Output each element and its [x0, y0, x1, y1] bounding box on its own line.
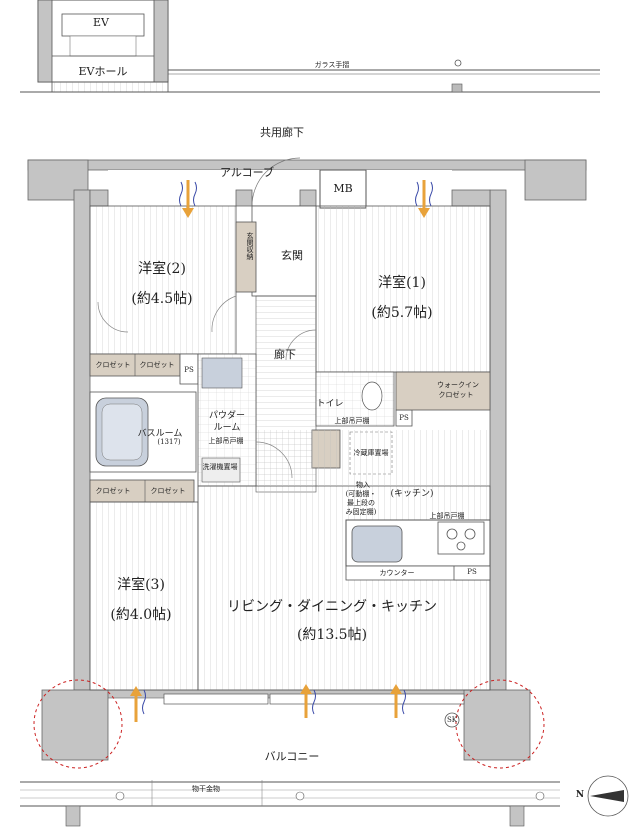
balcony	[20, 780, 560, 827]
balcony-label: バルコニー	[264, 750, 320, 763]
ps-box-3	[453, 565, 491, 581]
room-western1	[315, 205, 491, 373]
ldk-label: リビング・ダイニング・キッチン	[227, 599, 437, 615]
storage-title: 物入	[356, 481, 370, 489]
genkan-label: 玄関	[281, 249, 303, 262]
closet-label-2: クロゼット	[139, 361, 175, 369]
fridge-label: 冷蔵庫置場	[353, 449, 389, 457]
bathroom-label: バスルーム	[137, 429, 183, 439]
walk-in-closet	[395, 371, 491, 411]
western3-label: 洋室(3)	[117, 577, 165, 593]
ev-hall-label: EVホール	[78, 65, 128, 78]
callout-circle-right	[455, 679, 545, 769]
mb-label: MB	[333, 182, 353, 195]
storage-note: (可動棚・最上段のみ固定棚)	[345, 490, 377, 516]
sk-drain	[444, 712, 460, 728]
alcove-label: アルコーブ	[219, 166, 275, 179]
airflow-arrows	[130, 180, 430, 722]
toilet-upper-cabinet: 上部吊戸棚	[334, 417, 370, 425]
genkan-storage	[235, 221, 257, 293]
balcony-rail-label: 物干金物	[192, 785, 220, 793]
compass	[587, 775, 629, 817]
genkan-storage-label: 玄関収納	[246, 232, 254, 260]
common-corridor-label: 共用廊下	[260, 126, 304, 139]
glass-rail-label: ガラス手摺	[314, 61, 350, 69]
wic-label-2: クロゼット	[438, 391, 474, 399]
room-western2	[89, 205, 237, 355]
western2-size: (約4.5帖)	[131, 291, 193, 307]
closet-label-4: クロゼット	[150, 487, 186, 495]
ps-label-2: PS	[399, 414, 409, 422]
room-western3	[89, 501, 199, 691]
ps-label-1: PS	[184, 366, 194, 374]
kitchen-upper-cabinet: 上部吊戸棚	[429, 512, 465, 520]
wic-label-1: ウォークイン	[437, 381, 479, 389]
genkan-area	[251, 205, 317, 297]
ps-label-3: PS	[467, 568, 477, 576]
hallway-label: 廊下	[274, 348, 296, 361]
ldk-size: (約13.5帖)	[296, 627, 368, 643]
corridor-rail	[20, 59, 600, 93]
door-swings	[97, 295, 317, 479]
elevator-door	[69, 35, 137, 57]
western1-label: 洋室(1)	[378, 275, 426, 291]
stove	[437, 521, 485, 555]
kitchen-sink	[351, 525, 403, 563]
western2-label: 洋室(2)	[138, 261, 186, 277]
powder-upper-cabinet: 上部吊戸棚	[208, 437, 244, 445]
mb-box	[319, 169, 367, 209]
callout-circle-left	[33, 679, 123, 769]
ev-area	[37, 0, 169, 93]
washer-label: 洗濯機置場	[202, 463, 238, 471]
vent-marks	[142, 181, 433, 715]
toilet-label: トイレ	[316, 399, 344, 409]
sk-label: SK	[446, 716, 458, 724]
western1-size: (約5.7帖)	[371, 305, 433, 321]
western3-size: (約4.0帖)	[110, 607, 172, 623]
bath-size-label: (1317)	[157, 438, 181, 446]
closet-label-1: クロゼット	[95, 361, 131, 369]
kitchen-label: (キッチン)	[390, 489, 434, 499]
ev-label: EV	[93, 16, 109, 29]
north-label: N	[575, 790, 585, 800]
closet-label-3: クロゼット	[95, 487, 131, 495]
counter-label: カウンター	[379, 569, 415, 577]
powder-label-2: ルーム	[213, 423, 241, 433]
powder-label-1: パウダー	[208, 411, 246, 421]
